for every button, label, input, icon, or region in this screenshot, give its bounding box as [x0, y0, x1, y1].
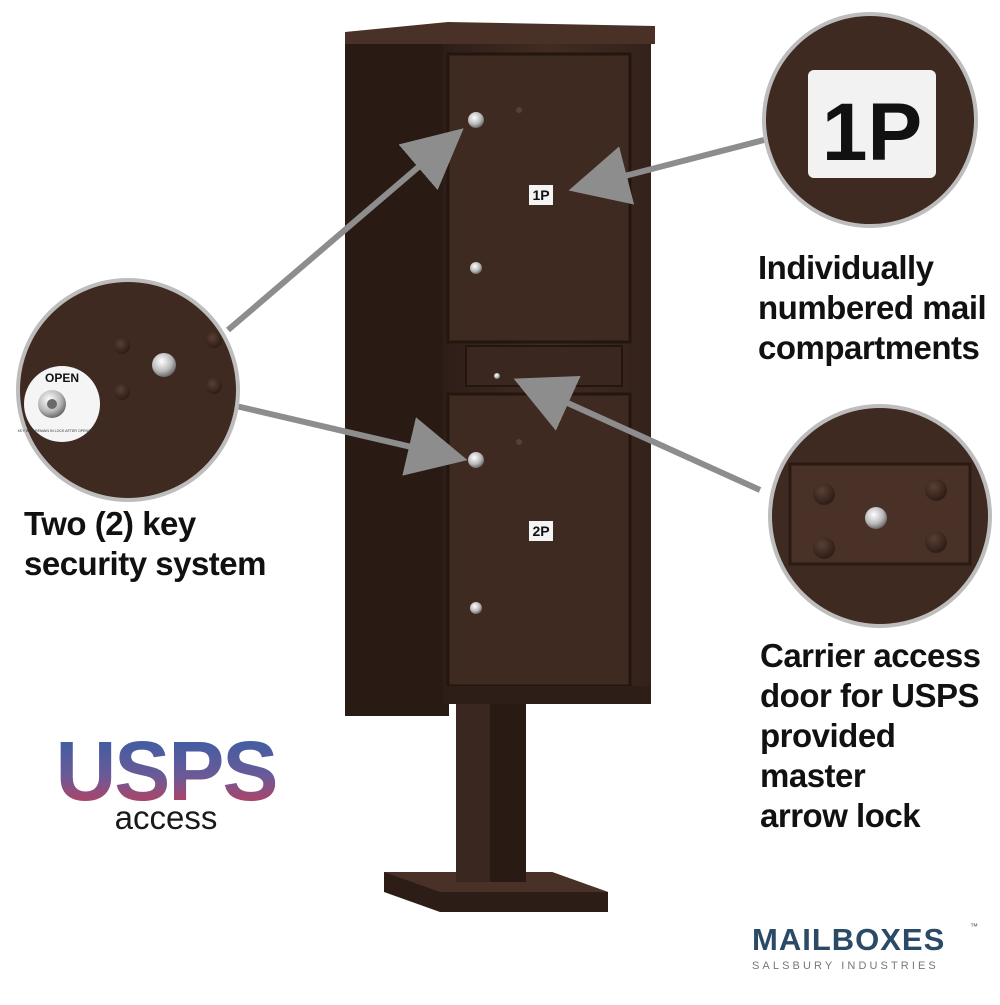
- brand-name: MAILBOXES: [752, 922, 946, 957]
- door-label-lower-text: 2P: [532, 523, 549, 539]
- callout-line: security system: [24, 545, 266, 582]
- usps-logo-sub: access: [115, 799, 218, 836]
- usps-access-logo: USPS access: [56, 724, 279, 836]
- lock-upper-icon: [468, 112, 484, 128]
- callout-line: Individually: [758, 249, 934, 286]
- zoom-number-text: 1P: [822, 87, 922, 178]
- zoom-lock-circle: OPEN KEY WILL REMAIN IN LOCK AFTER OPENI…: [16, 278, 240, 502]
- callout-line: numbered mail: [758, 289, 987, 326]
- callout-line: compartments: [758, 329, 980, 366]
- zoom-carrier-circle: [768, 404, 992, 628]
- arrow-to-number: [568, 137, 765, 205]
- cam-lock-icon: [152, 353, 176, 377]
- callout-key-security: Two (2) key security system: [24, 504, 266, 584]
- callout-numbered-compartments: Individually numbered mail compartments: [758, 248, 987, 368]
- arrow-to-upper-lock: [226, 128, 464, 333]
- callout-line: door for USPS: [760, 677, 980, 714]
- callout-line: arrow lock: [760, 797, 921, 834]
- door-label-upper: [529, 185, 553, 205]
- zoom-number-circle: 1P: [762, 12, 978, 228]
- arrow-lock-icon: [865, 507, 887, 529]
- callout-arrows: [226, 128, 765, 493]
- pedestal: [384, 700, 608, 912]
- arrow-to-carrier-door: [513, 375, 762, 493]
- mailboxes-brand-logo: MAILBOXES ™ SALSBURY INDUSTRIES: [752, 922, 978, 972]
- brand-subtitle: SALSBURY INDUSTRIES: [752, 960, 939, 972]
- callout-line: Carrier access: [760, 637, 981, 674]
- lock-plate-open-text: OPEN: [45, 371, 79, 385]
- brand-trademark: ™: [970, 922, 978, 931]
- door-label-lower: [529, 521, 553, 541]
- mailbox-body: 1P 2P: [345, 22, 655, 716]
- callout-carrier-access: Carrier access door for USPS provided ma…: [760, 636, 1000, 836]
- lock-lower-icon: [468, 452, 484, 468]
- usps-logo-word: USPS: [56, 724, 277, 818]
- callout-line: provided master: [760, 717, 896, 794]
- arrow-to-lower-lock: [235, 403, 468, 476]
- lock-plate-small-text: KEY WILL REMAIN IN LOCK AFTER OPENING DO…: [18, 429, 107, 433]
- door-label-upper-text: 1P: [532, 187, 549, 203]
- callout-line: Two (2) key: [24, 505, 196, 542]
